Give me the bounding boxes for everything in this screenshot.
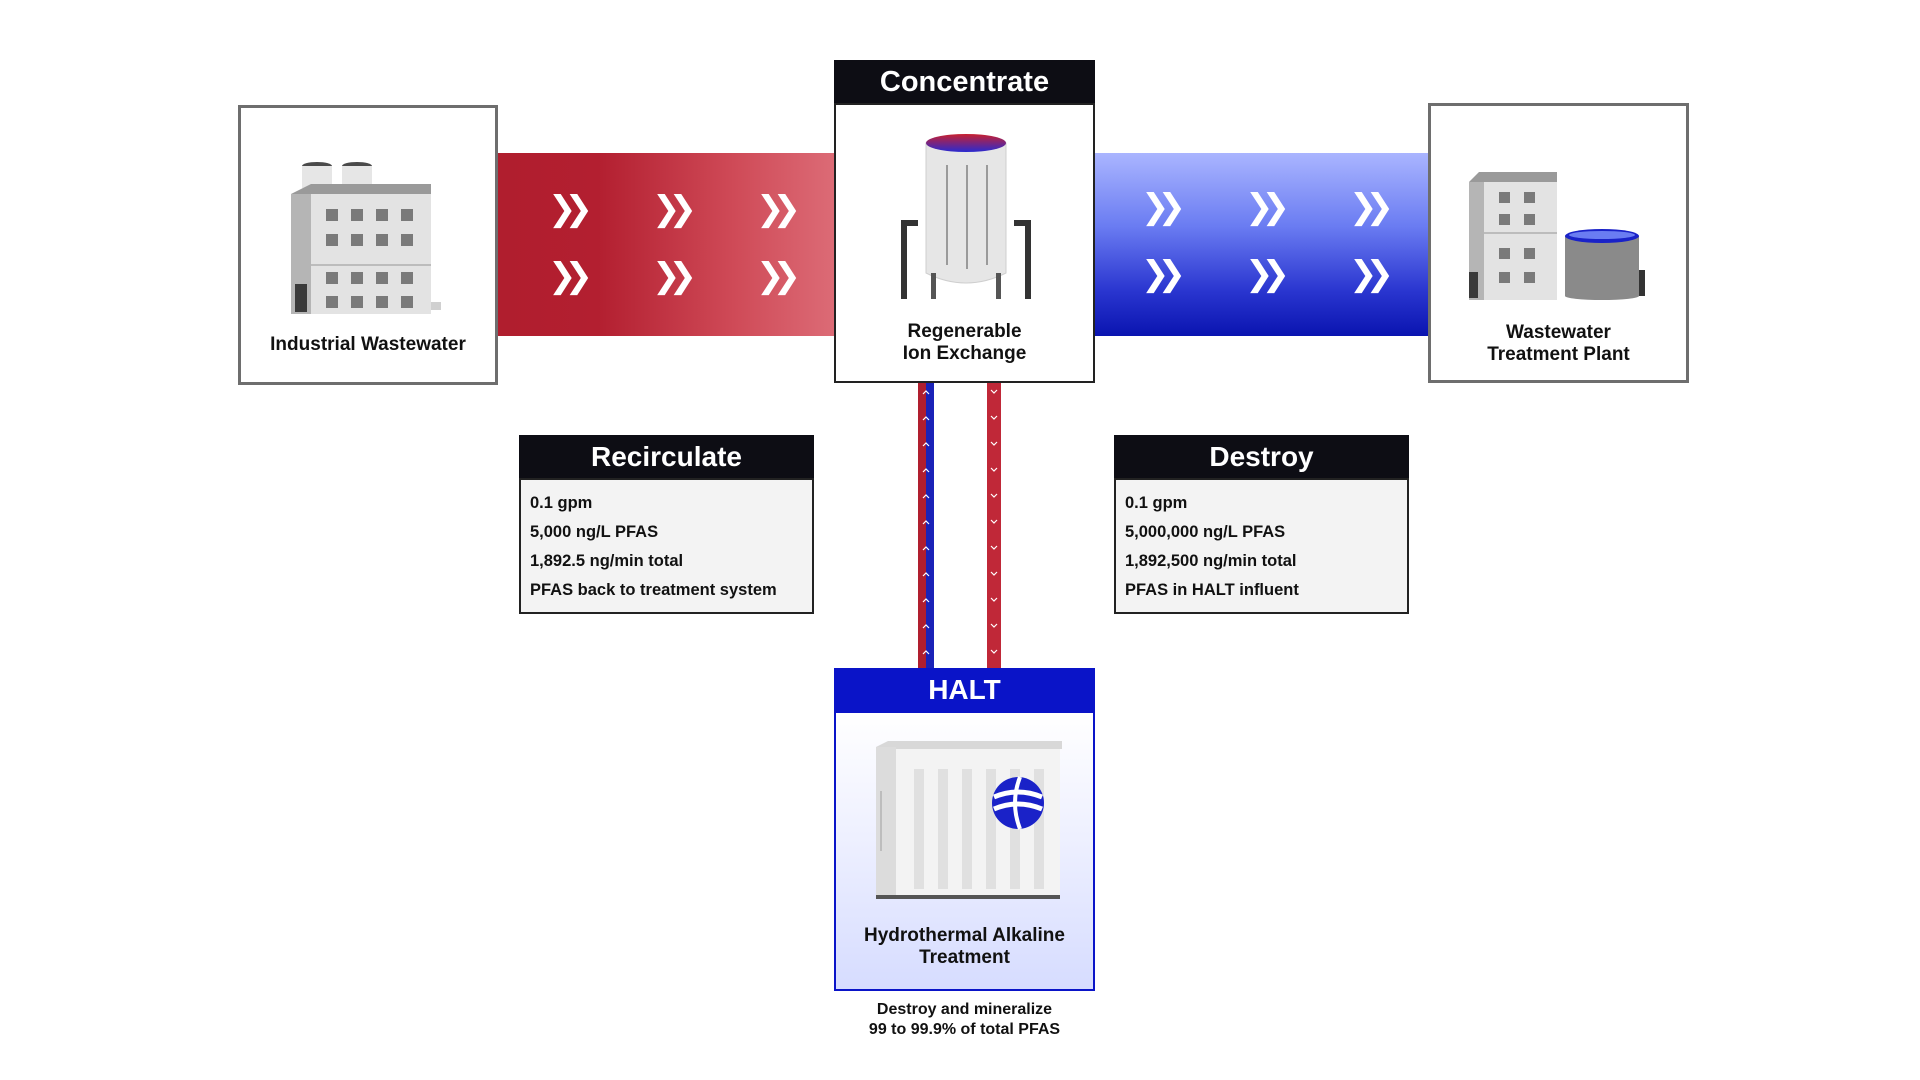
halt-label-1: Hydrothermal Alkaline — [864, 925, 1065, 946]
recirculate-description: PFAS back to treatment system — [530, 581, 777, 599]
wwtp-label-2: Treatment Plant — [1487, 344, 1630, 365]
destroy-header: Destroy — [1114, 435, 1409, 479]
wastewater-treatment-plant-card[interactable]: Wastewater Treatment Plant — [1428, 103, 1689, 383]
halt-footnote-line-1: Destroy and mineralize — [876, 1001, 1053, 1018]
recirculate-total: 1,892.5 ng/min total — [530, 552, 684, 570]
chevron-right-icon: ❯❯ — [548, 189, 593, 229]
chevron-right-icon: ❯❯ — [756, 189, 801, 229]
inflow-pipe — [497, 153, 835, 336]
recirculate-flow: 0.1 gpm — [530, 494, 593, 512]
chevron-right-icon: ❯❯ — [548, 256, 593, 296]
destroy-info-box: 0.1 gpm 5,000,000 ng/L PFAS 1,892,500 ng… — [1114, 478, 1409, 614]
destroy-description: PFAS in HALT influent — [1125, 581, 1299, 599]
ion-exchange-label-1: Regenerable — [907, 321, 1022, 342]
destroy-concentration: 5,000,000 ng/L PFAS — [1125, 523, 1286, 541]
chevron-right-icon: ❯❯ — [652, 256, 697, 296]
halt-logo-icon — [992, 776, 1044, 830]
chevron-right-icon: ❯❯ — [1141, 187, 1186, 227]
destroy-total: 1,892,500 ng/min total — [1125, 552, 1297, 570]
halt-header: HALT — [834, 668, 1095, 712]
chevron-right-icon: ❯❯ — [652, 189, 697, 229]
recirculate-pipe — [918, 380, 934, 670]
halt-footnote-line-2: 99 to 99.9% of total PFAS — [868, 1021, 1061, 1038]
ion-exchange-tank-icon — [901, 134, 1031, 299]
chevron-right-icon: ❯❯ — [1349, 187, 1394, 227]
factory-icon — [291, 162, 441, 314]
industrial-wastewater-card[interactable]: Industrial Wastewater — [238, 105, 498, 385]
chevron-right-icon: ❯❯ — [1349, 254, 1394, 294]
destroy-pipe — [987, 380, 1001, 670]
chevron-right-icon: ❯❯ — [1245, 187, 1290, 227]
destroy-flow: 0.1 gpm — [1125, 494, 1188, 512]
recirculate-info-box: 0.1 gpm 5,000 ng/L PFAS 1,892.5 ng/min t… — [519, 478, 814, 614]
wwtp-label-1: Wastewater — [1506, 322, 1611, 343]
treatment-plant-icon — [1469, 172, 1645, 300]
industrial-wastewater-label: Industrial Wastewater — [270, 334, 466, 355]
ion-exchange-label-2: Ion Exchange — [902, 343, 1027, 364]
chevron-right-icon: ❯❯ — [756, 256, 801, 296]
recirculate-header: Recirculate — [519, 435, 814, 479]
chevron-right-icon: ❯❯ — [1141, 254, 1186, 294]
ion-exchange-card[interactable]: Regenerable Ion Exchange — [834, 103, 1095, 383]
halt-card[interactable]: Hydrothermal Alkaline Treatment — [834, 711, 1095, 991]
effluent-pipe — [1093, 153, 1429, 336]
chevron-right-icon: ❯❯ — [1245, 254, 1290, 294]
halt-label-2: Treatment — [919, 947, 1010, 968]
concentrate-header: Concentrate — [834, 60, 1095, 104]
recirculate-concentration: 5,000 ng/L PFAS — [530, 523, 659, 541]
